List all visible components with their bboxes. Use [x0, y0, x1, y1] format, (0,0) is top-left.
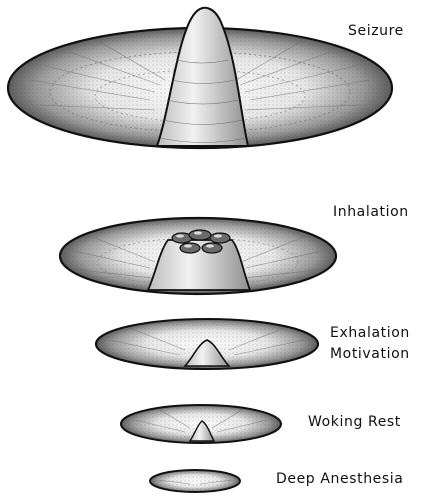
- seizure-label: Seizure: [348, 22, 404, 40]
- deep-anesthesia-label: Deep Anesthesia: [276, 470, 403, 488]
- motivation-label: Motivation: [330, 345, 410, 363]
- inhalation-landscape: [60, 218, 336, 294]
- deep-anesthesia-landscape: [150, 470, 240, 492]
- seizure-landscape: [8, 8, 392, 148]
- exhalation-label: Exhalation: [330, 324, 410, 342]
- exhalation-landscape: [96, 319, 318, 369]
- inhalation-label: Inhalation: [333, 203, 409, 221]
- waking-rest-landscape: [121, 405, 281, 443]
- waking-rest-label: Woking Rest: [308, 413, 401, 431]
